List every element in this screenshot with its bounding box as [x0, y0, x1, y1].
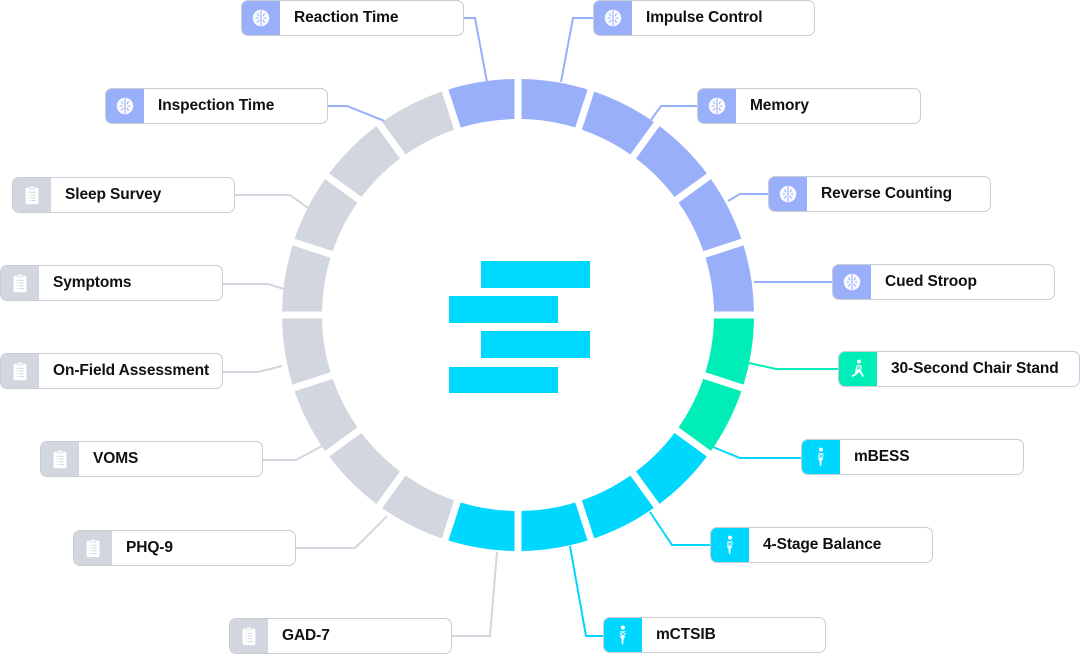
card-label: Inspection Time [158, 97, 275, 114]
ring-segment-survey [382, 91, 455, 155]
card-phq-9[interactable]: PHQ-9 [73, 530, 296, 566]
brain-icon [594, 1, 632, 35]
card-4-stage-balance[interactable]: 4-Stage Balance [710, 527, 933, 563]
ring-segment-balance [581, 475, 654, 539]
stacked-bars-logo [449, 261, 590, 393]
brain-icon [106, 89, 144, 123]
ring-segment-survey [294, 378, 358, 451]
clipboard-icon [13, 178, 51, 212]
connector-line [650, 105, 697, 121]
connector-line [649, 511, 710, 546]
clipboard-icon [1, 354, 39, 388]
connector-line [712, 446, 801, 459]
card-label: mBESS [854, 448, 910, 465]
brain-icon [769, 177, 807, 211]
logo-bar-4 [449, 367, 558, 393]
card-label: Reverse Counting [821, 185, 953, 202]
ring-segment-balance [448, 502, 515, 551]
connector-line [560, 17, 593, 83]
standing-figure-icon [604, 618, 642, 652]
card-label: Symptoms [53, 274, 132, 291]
squat-figure-icon [839, 352, 877, 386]
card-label: Impulse Control [646, 9, 763, 26]
ring-segment-survey [329, 126, 400, 197]
card-30-second-chair-stand[interactable]: 30-Second Chair Stand [838, 351, 1080, 387]
clipboard-icon [74, 531, 112, 565]
standing-figure-icon [802, 440, 840, 474]
card-inspection-time[interactable]: Inspection Time [105, 88, 328, 124]
card-sleep-survey[interactable]: Sleep Survey [12, 177, 235, 213]
card-label: VOMS [93, 450, 139, 467]
card-label: Cued Stroop [885, 273, 977, 290]
card-label: 30-Second Chair Stand [891, 360, 1059, 377]
brain-icon [698, 89, 736, 123]
card-label: mCTSIB [656, 626, 716, 643]
clipboard-icon [1, 266, 39, 300]
connector-lines [222, 17, 838, 637]
card-mctsib[interactable]: mCTSIB [603, 617, 826, 653]
ring-segment-survey [282, 318, 331, 385]
connector-line [727, 193, 768, 202]
card-reverse-counting[interactable]: Reverse Counting [768, 176, 991, 212]
card-label: On-Field Assessment [53, 362, 210, 379]
clipboard-icon [230, 619, 268, 653]
card-gad-7[interactable]: GAD-7 [229, 618, 452, 654]
ring-segment-cognitive [448, 79, 515, 128]
ring-segment-cognitive [705, 245, 754, 312]
card-reaction-time[interactable]: Reaction Time [241, 0, 464, 36]
ring-segment-survey [294, 179, 358, 252]
card-symptoms[interactable]: Symptoms [0, 265, 223, 301]
logo-bar-2 [449, 296, 558, 323]
card-label: Sleep Survey [65, 186, 162, 203]
ring-segment-survey [282, 245, 331, 312]
connector-line [234, 194, 309, 209]
standing-figure-icon [711, 528, 749, 562]
ring-segment-cognitive [678, 179, 742, 252]
brain-icon [242, 1, 280, 35]
connector-line [463, 17, 488, 83]
ring-segment-cognitive [521, 79, 588, 128]
card-mbess[interactable]: mBESS [801, 439, 1024, 475]
connector-line [262, 445, 323, 461]
ring-segment-survey [329, 433, 400, 504]
card-memory[interactable]: Memory [697, 88, 921, 124]
ring-segment-strength [678, 378, 742, 451]
ring-segments [282, 79, 754, 551]
card-cued-stroop[interactable]: Cued Stroop [832, 264, 1055, 300]
connector-line [451, 551, 498, 637]
card-impulse-control[interactable]: Impulse Control [593, 0, 815, 36]
card-label: Memory [750, 97, 809, 114]
connector-line [748, 362, 838, 370]
card-label: PHQ-9 [126, 539, 173, 556]
connector-line [327, 105, 388, 123]
ring-segment-cognitive [636, 126, 707, 197]
logo-bar-1 [481, 261, 590, 288]
ring-segment-strength [705, 318, 754, 385]
ring-segment-cognitive [581, 91, 654, 155]
card-label: 4-Stage Balance [763, 536, 882, 553]
ring-segment-balance [636, 433, 707, 504]
card-on-field-assessment[interactable]: On-Field Assessment [0, 353, 223, 389]
brain-icon [833, 265, 871, 299]
logo-bar-3 [481, 331, 590, 358]
ring-segment-survey [382, 475, 455, 539]
card-label: GAD-7 [282, 627, 330, 644]
card-voms[interactable]: VOMS [40, 441, 263, 477]
card-label: Reaction Time [294, 9, 399, 26]
connector-line [222, 283, 285, 290]
connector-line [569, 545, 603, 637]
ring-segment-balance [521, 502, 588, 551]
connector-line [222, 365, 283, 373]
clipboard-icon [41, 442, 79, 476]
connector-line [295, 515, 388, 549]
